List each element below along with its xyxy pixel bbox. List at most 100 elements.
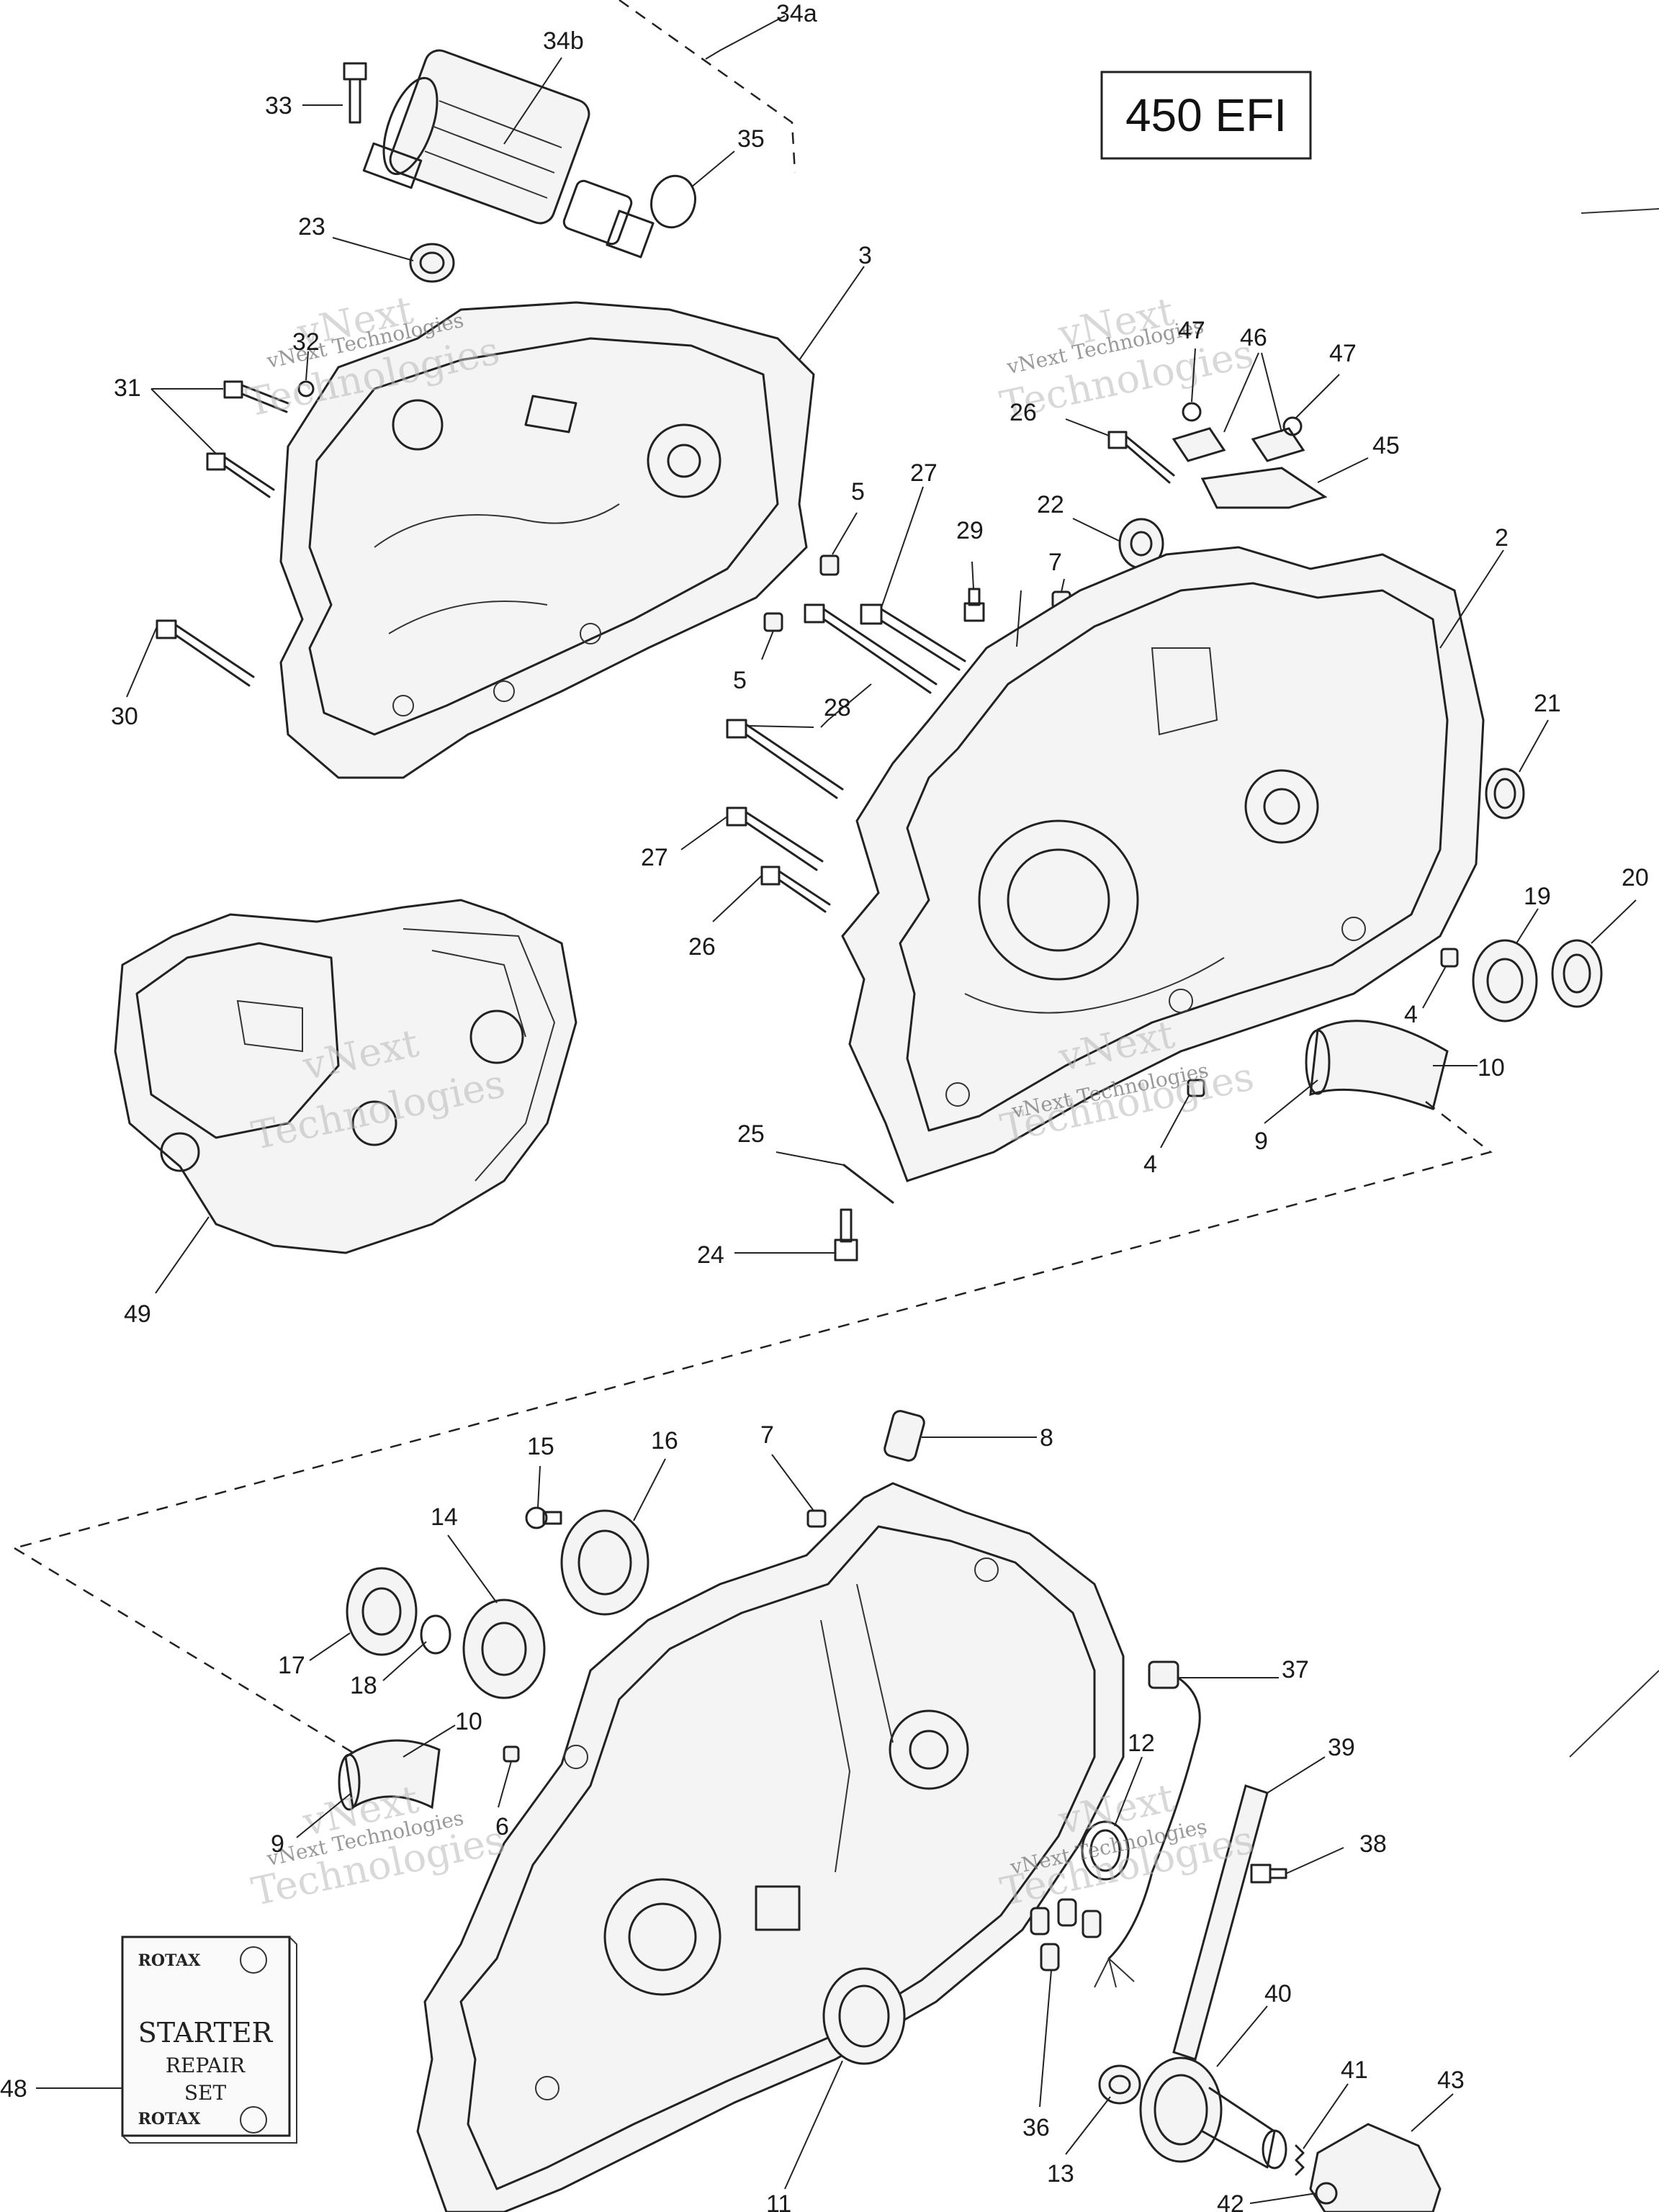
callout-16: 16 bbox=[651, 1427, 678, 1455]
callout-4a: 4 bbox=[1404, 1001, 1418, 1028]
starter-bolt-part bbox=[343, 62, 367, 124]
bearing-16-part bbox=[560, 1509, 649, 1616]
washer-part bbox=[297, 380, 315, 397]
starter-repair-set-decal: ROTAX STARTER REPAIR SET ROTAX bbox=[121, 1936, 297, 2144]
callout-4b: 4 bbox=[1143, 1151, 1157, 1178]
bearing-17-part bbox=[346, 1567, 418, 1656]
edge-line-upper bbox=[1581, 208, 1659, 214]
cover-43-part bbox=[1309, 2123, 1442, 2212]
seal-part bbox=[409, 243, 455, 283]
decal-brand-top: ROTAX bbox=[138, 1951, 202, 1970]
seal-22-part bbox=[1118, 518, 1164, 570]
bolt-24-part bbox=[834, 1208, 858, 1262]
bushing-13-part bbox=[1098, 2064, 1141, 2105]
decal-brand-bottom: ROTAX bbox=[138, 2110, 202, 2128]
callout-47a: 47 bbox=[1178, 317, 1205, 344]
model-label: 450 EFI bbox=[1100, 71, 1312, 160]
model-label-text: 450 EFI bbox=[1125, 89, 1287, 141]
bearing-20-part bbox=[1551, 939, 1603, 1008]
stud-15-part bbox=[525, 1506, 562, 1529]
dashed-reference-line-34a bbox=[619, 0, 796, 174]
callout-10b: 10 bbox=[455, 1708, 482, 1735]
gauge-icon bbox=[240, 2106, 267, 2134]
dowel-6-part bbox=[503, 1745, 520, 1763]
decal-line3: SET bbox=[184, 2081, 227, 2105]
callout-33: 33 bbox=[265, 92, 292, 120]
seal-11-part bbox=[822, 1967, 906, 2065]
callout-8: 8 bbox=[1040, 1424, 1053, 1452]
bolt-27b-part bbox=[726, 806, 824, 871]
spring-41-part bbox=[1295, 2144, 1305, 2176]
bolt-30-part bbox=[156, 619, 255, 687]
callout-39: 39 bbox=[1328, 1734, 1355, 1761]
sensor-37-part bbox=[1094, 1660, 1201, 1988]
bolt-28b-part bbox=[726, 719, 844, 799]
callout-25: 25 bbox=[737, 1120, 765, 1148]
magneto-cover-part bbox=[416, 1482, 1125, 2212]
bolt-28a-part bbox=[804, 603, 938, 694]
crankcase-half-upper-part bbox=[279, 301, 815, 779]
bracket-46-part bbox=[1172, 427, 1305, 462]
dashed-reference-line-left bbox=[14, 1547, 361, 1758]
callout-37: 37 bbox=[1282, 1656, 1309, 1683]
callout-22: 22 bbox=[1037, 491, 1064, 518]
bolt-27a-part bbox=[860, 603, 966, 671]
callout-10a: 10 bbox=[1478, 1054, 1505, 1082]
bolt-31a-part bbox=[223, 380, 289, 413]
callout-6: 6 bbox=[495, 1813, 509, 1840]
bolt-38-part bbox=[1250, 1863, 1287, 1884]
callout-43: 43 bbox=[1437, 2067, 1465, 2094]
starter-drive-40-part bbox=[1139, 2056, 1287, 2170]
callout-23: 23 bbox=[298, 213, 325, 240]
bearing-19-part bbox=[1472, 939, 1538, 1022]
callout-7b: 7 bbox=[760, 1421, 774, 1449]
callout-24: 24 bbox=[697, 1241, 724, 1269]
dowel-4b-part bbox=[1187, 1079, 1205, 1097]
callout-36: 36 bbox=[1022, 2114, 1050, 2141]
callout-7a: 7 bbox=[1048, 549, 1062, 576]
callout-18: 18 bbox=[350, 1672, 377, 1699]
nut-7c-part bbox=[806, 1509, 827, 1528]
callout-19: 19 bbox=[1524, 883, 1551, 910]
starter-motor-part bbox=[362, 49, 655, 258]
callout-12: 12 bbox=[1128, 1730, 1155, 1757]
dowel-8-part bbox=[884, 1410, 925, 1462]
callout-40: 40 bbox=[1264, 1980, 1292, 2008]
callout-27a: 27 bbox=[910, 459, 938, 487]
callout-38: 38 bbox=[1359, 1830, 1387, 1858]
callout-32: 32 bbox=[292, 328, 320, 356]
edge-line-lower bbox=[1569, 1670, 1659, 1758]
sleeve-10a-part bbox=[1305, 1020, 1449, 1110]
callout-48: 48 bbox=[0, 2075, 27, 2103]
dashed-reference-line-upper bbox=[14, 1101, 1493, 1550]
bearing-14-part bbox=[462, 1599, 546, 1699]
callout-41: 41 bbox=[1341, 2056, 1368, 2084]
dowel-4a-part bbox=[1440, 948, 1459, 968]
callout-13: 13 bbox=[1047, 2160, 1074, 2188]
callout-34a: 34a bbox=[776, 0, 817, 27]
callout-5a: 5 bbox=[851, 478, 865, 505]
bolt-31b-part bbox=[206, 452, 275, 498]
callout-2: 2 bbox=[1495, 524, 1509, 552]
callout-47b: 47 bbox=[1329, 340, 1357, 367]
callout-46: 46 bbox=[1240, 324, 1267, 351]
bolt-26a-part bbox=[1107, 431, 1175, 484]
callout-35: 35 bbox=[737, 125, 765, 153]
callout-28: 28 bbox=[824, 694, 851, 721]
callout-45: 45 bbox=[1372, 432, 1400, 459]
callout-9b: 9 bbox=[271, 1830, 284, 1858]
ring-18-part bbox=[420, 1614, 451, 1655]
o-ring-12-part bbox=[1081, 1820, 1130, 1881]
callout-3: 3 bbox=[858, 242, 872, 269]
callout-26a: 26 bbox=[1010, 399, 1037, 426]
sleeve-10b-part bbox=[338, 1739, 441, 1811]
leader-lines bbox=[36, 15, 1637, 2204]
callout-9a: 9 bbox=[1254, 1128, 1268, 1155]
callout-21: 21 bbox=[1534, 690, 1561, 717]
callout-29: 29 bbox=[956, 517, 984, 544]
decal-line2: REPAIR bbox=[166, 2054, 246, 2077]
nut-47b-part bbox=[1282, 416, 1303, 436]
callout-27b: 27 bbox=[641, 844, 668, 871]
